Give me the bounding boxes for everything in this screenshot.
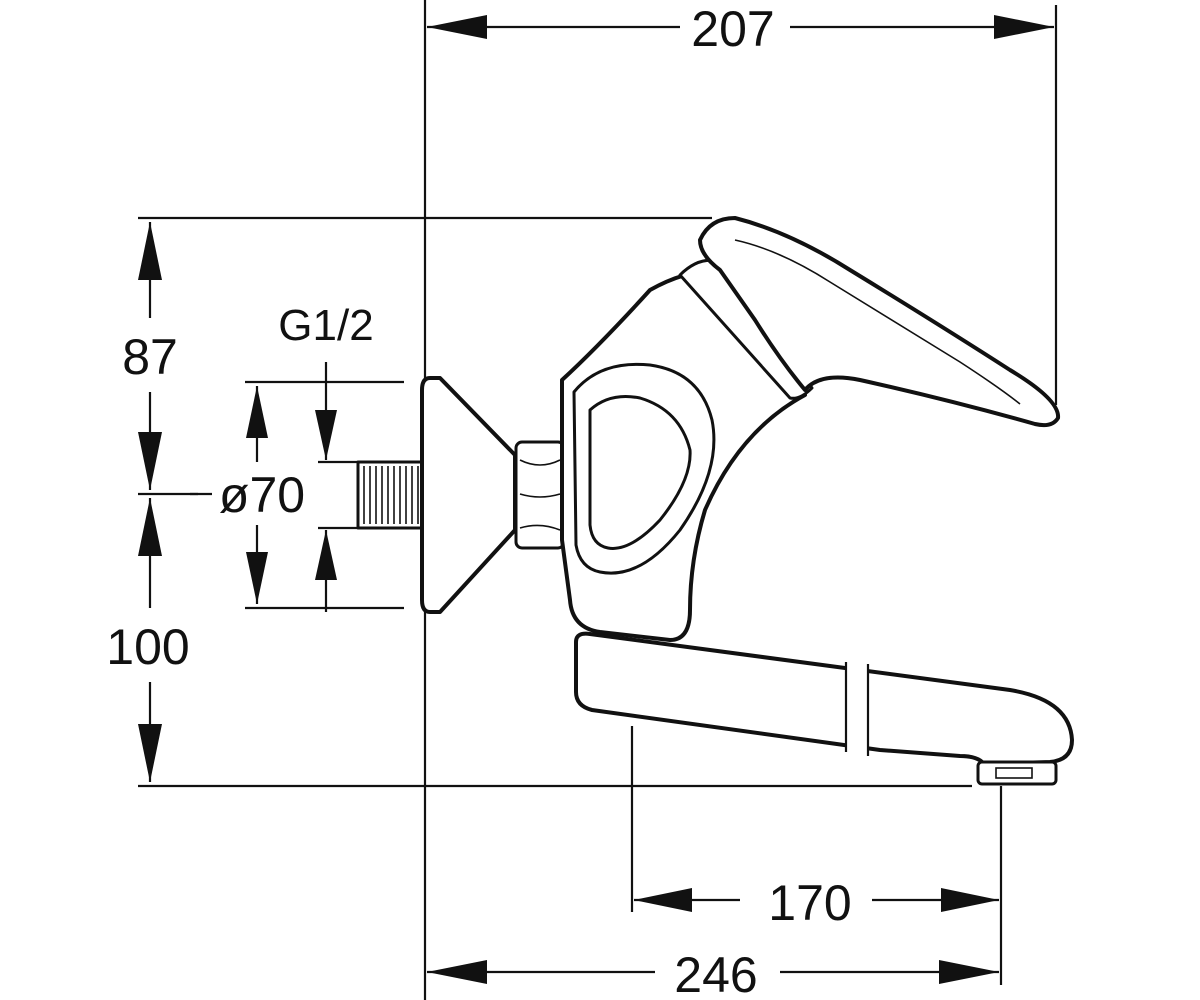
dimension-87: 87 xyxy=(122,222,178,490)
dimension-100: 100 xyxy=(106,498,190,782)
dimension-diameter-70: ø70 xyxy=(190,386,305,604)
lever-highlight xyxy=(734,239,1021,405)
spout-break-gap xyxy=(846,650,868,768)
dimension-thread: G1/2 xyxy=(278,301,374,612)
thread-size-label: G1/2 xyxy=(278,301,373,350)
dimension-246: 246 xyxy=(427,947,999,1000)
threaded-connector xyxy=(356,460,424,530)
rosette-diameter-label: ø70 xyxy=(219,467,305,523)
cartridge-ring xyxy=(678,258,814,400)
dimension-170: 170 xyxy=(634,875,999,931)
spout xyxy=(574,631,1074,766)
faucet-outline xyxy=(356,216,1074,786)
recess-panel xyxy=(588,395,692,550)
total-projection-label: 246 xyxy=(674,947,757,1000)
spout-reach-label: 170 xyxy=(768,875,851,931)
wall-rosette xyxy=(420,376,517,614)
height-top-label: 87 xyxy=(122,329,178,385)
union-nut xyxy=(514,440,566,550)
dimension-207: 207 xyxy=(427,1,1054,57)
lever-handle xyxy=(698,216,1061,428)
overall-width-label: 207 xyxy=(691,1,774,57)
height-bottom-label: 100 xyxy=(106,619,189,675)
aerator xyxy=(976,760,1058,786)
